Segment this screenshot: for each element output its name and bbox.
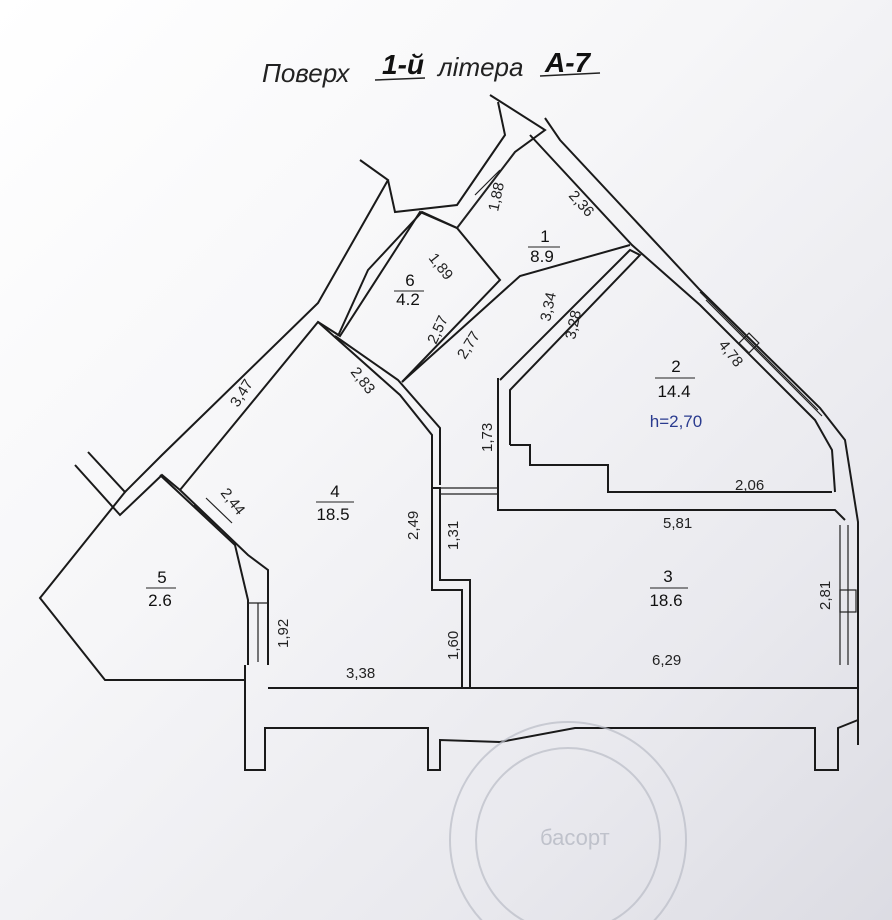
- room-5-number: 5: [157, 568, 166, 587]
- dimension-label: 2,83: [347, 364, 378, 397]
- room-2-height: h=2,70: [650, 412, 702, 431]
- dimension-label: 3,38: [346, 665, 375, 682]
- room-2-wall: [510, 444, 832, 493]
- outer-wall: [544, 117, 859, 745]
- room-5-area: 2.6: [148, 591, 172, 610]
- door-opening: [205, 497, 233, 524]
- title-middle: літера: [436, 52, 523, 82]
- dimension-label: 1,60: [445, 631, 462, 660]
- room-4-wall: [317, 321, 471, 688]
- dimension-label: 2,06: [735, 477, 764, 494]
- title-letter: А-7: [544, 47, 592, 78]
- stamp-inner-ring: [475, 747, 661, 920]
- room-4-number: 4: [330, 482, 339, 501]
- stamp-outer-ring: [449, 721, 687, 920]
- title-floor: 1-й: [382, 49, 424, 80]
- dimension-label: 6,29: [652, 652, 681, 669]
- dimension-label: 2,49: [405, 511, 422, 540]
- room-4-area: 18.5: [316, 505, 349, 524]
- room-4-wall: [431, 488, 463, 688]
- dimension-label: 1,92: [275, 619, 292, 648]
- dimension-label: 2,36: [565, 187, 597, 220]
- title-underline: [374, 77, 426, 81]
- room-labels: 1 8.9 2 14.4 h=2,70 3 18.6 4 18.5 5 2.6 …: [146, 227, 702, 610]
- room-5-wall: [38, 491, 245, 681]
- dimension-label: 1,88: [485, 181, 508, 213]
- plan-title: Поверх 1-й літера А-7: [262, 47, 601, 88]
- room-2-area: 14.4: [657, 382, 690, 401]
- dimension-label: 3,28: [562, 309, 585, 341]
- room-6-number: 6: [405, 271, 414, 290]
- outer-wall: [74, 94, 547, 517]
- dimension-label: 4,78: [715, 337, 746, 370]
- stamp-text: басорт: [540, 825, 610, 850]
- room-5-wall: [179, 489, 269, 665]
- dimension-label: 2,81: [817, 581, 834, 610]
- bottom-wall: [244, 665, 859, 771]
- room-1-wall: [401, 244, 631, 383]
- dimension-label: 1,31: [445, 521, 462, 550]
- official-stamp: басорт: [449, 721, 687, 920]
- door-opening: [193, 504, 221, 531]
- room-6-wall: [337, 210, 502, 383]
- room-2-number: 2: [671, 357, 680, 376]
- title-prefix: Поверх: [262, 58, 350, 88]
- window-mullion: [839, 589, 857, 613]
- dimension-label: 3,34: [537, 291, 560, 323]
- window: [699, 291, 819, 411]
- dimension-label: 1,73: [479, 423, 496, 452]
- window-mullion: [738, 332, 760, 354]
- outer-wall: [387, 101, 507, 214]
- room-3-wall: [497, 490, 846, 521]
- room-1-number: 1: [540, 227, 549, 246]
- room-1-wall: [456, 151, 516, 229]
- room-1-area: 8.9: [530, 247, 554, 266]
- room-3-area: 18.6: [649, 591, 682, 610]
- room-6-area: 4.2: [396, 290, 420, 309]
- title-underline: [539, 72, 601, 77]
- dimension-label: 5,81: [663, 515, 692, 532]
- dimension-label: 1,89: [425, 250, 456, 283]
- room-3-number: 3: [663, 567, 672, 586]
- room-5-wall: [159, 474, 249, 665]
- door-opening: [474, 169, 501, 196]
- outer-wall: [529, 134, 836, 493]
- dimension-labels: 1,88 2,36 1,89 2,57 2,77 3,34 3,28 4,78 …: [217, 181, 834, 682]
- dimension-label: 2,77: [454, 328, 484, 362]
- outer-wall: [87, 159, 390, 494]
- room-4-wall: [334, 335, 441, 485]
- walls: [38, 94, 859, 771]
- window: [705, 299, 823, 417]
- room-2-wall: [499, 248, 642, 445]
- dimension-label: 3,47: [227, 376, 257, 410]
